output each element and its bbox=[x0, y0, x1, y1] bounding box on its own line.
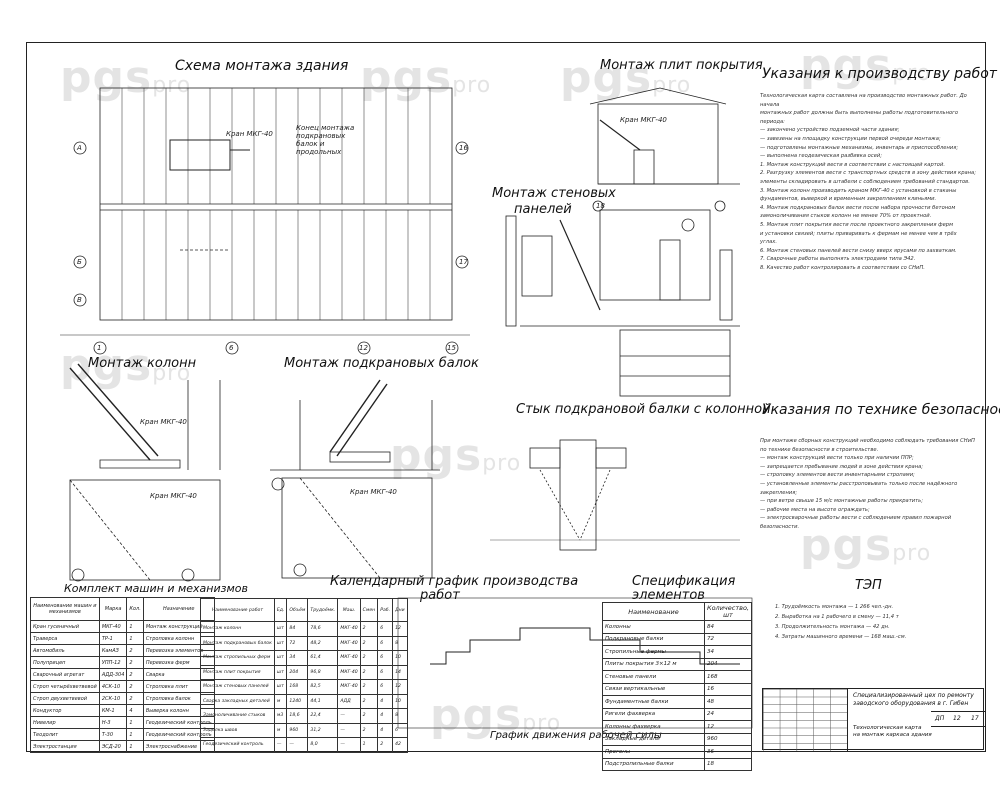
title-block: Специализированный цех по ремонту заводс… bbox=[762, 688, 985, 751]
label-crane-plan: Кран МКГ-40 bbox=[226, 130, 273, 138]
axis-label-16: 16 bbox=[459, 144, 468, 152]
calendar-title-line2: работ bbox=[420, 588, 460, 603]
spec-header-name: Наименование bbox=[602, 602, 705, 621]
calendar-header-shifts: Смен bbox=[359, 598, 379, 622]
machines-header-count: Кол. bbox=[126, 597, 144, 621]
axis-label-18: 18 bbox=[596, 202, 605, 210]
title-block-sheets: 17 bbox=[971, 715, 979, 722]
spec-header-qty: Количество, шт bbox=[703, 602, 753, 621]
instructions-title: Указания к производству работ bbox=[762, 66, 997, 82]
label-crane-columns-plan: Кран МКГ-40 bbox=[150, 492, 197, 500]
calendar-title-line1: Календарный график производства bbox=[330, 574, 579, 589]
calendar-header-unit: Ед. bbox=[273, 598, 288, 622]
calendar-header-volume: Объём bbox=[286, 598, 309, 622]
axis-label-1: 1 bbox=[97, 344, 102, 352]
instructions-text: Технологическая карта составлена на прои… bbox=[760, 93, 976, 271]
joint-title: Стык подкрановой балки с колонной bbox=[516, 402, 771, 417]
title-block-stage: ДП bbox=[935, 715, 945, 722]
title-block-title: Специализированный цех по ремонту заводс… bbox=[853, 692, 974, 707]
title-block-sheet: 12 bbox=[953, 715, 961, 722]
tep-text: 1. Трудоёмкость монтажа — 1 266 чел.-дн.… bbox=[775, 604, 907, 640]
label-crane-columns: Кран МКГ-40 bbox=[140, 418, 187, 426]
walls-title-line1: Монтаж стеновых bbox=[492, 186, 616, 201]
machines-header-name: Наименование машин и механизмов bbox=[30, 597, 100, 621]
roof-title: Монтаж плит покрытия bbox=[600, 58, 763, 73]
axis-label-a: А bbox=[77, 144, 82, 152]
walls-title-line2: панелей bbox=[514, 202, 572, 217]
calendar-table: Наименование работ Ед. Объём Трудоёмк. М… bbox=[200, 598, 408, 753]
spec-title-line2: элементов bbox=[632, 588, 705, 603]
title-block-subtitle: Технологическая карта на монтаж каркаса … bbox=[853, 725, 932, 738]
calendar-header-work: Наименование работ bbox=[200, 598, 275, 622]
machines-title: Комплект машин и механизмов bbox=[64, 582, 248, 595]
workforce-title: График движения рабочей силы bbox=[490, 730, 662, 741]
machines-table: Наименование машин и механизмов Марка Ко… bbox=[30, 597, 215, 753]
calendar-header-machine: Маш. bbox=[337, 598, 361, 622]
columns-title: Монтаж колонн bbox=[88, 356, 197, 371]
crane-beams-title: Монтаж подкрановых балок bbox=[284, 356, 479, 371]
axis-label-17: 17 bbox=[459, 258, 468, 266]
calendar-header-workers: Раб. bbox=[377, 598, 394, 622]
drawing-frame bbox=[26, 42, 986, 752]
calendar-header-days: Дни bbox=[392, 598, 408, 622]
scheme-title: Схема монтажа здания bbox=[175, 58, 349, 74]
axis-label-6: 6 bbox=[229, 344, 234, 352]
title-block-cells: ДП 12 17 bbox=[931, 711, 985, 727]
label-crane-roof: Кран МКГ-40 bbox=[620, 116, 667, 124]
spec-title-line1: Спецификация bbox=[632, 574, 736, 589]
tep-title: ТЭП bbox=[855, 578, 882, 593]
label-crane-beams: Кран МКГ-40 bbox=[350, 488, 397, 496]
calendar-header-labor: Трудоёмк. bbox=[307, 598, 339, 622]
axis-label-v: В bbox=[77, 296, 82, 304]
axis-label-15: 15 bbox=[447, 344, 456, 352]
safety-text: При монтаже сборных конструкций необходи… bbox=[760, 438, 975, 530]
label-mount-direction: Конец монтажа подкрановых балок и продол… bbox=[296, 124, 355, 156]
safety-title: Указания по технике безопасности bbox=[762, 402, 1000, 418]
title-block-grid bbox=[763, 689, 848, 751]
axis-label-12: 12 bbox=[359, 344, 368, 352]
axis-label-b: Б bbox=[77, 258, 82, 266]
machines-header-mark: Марка bbox=[98, 597, 128, 621]
